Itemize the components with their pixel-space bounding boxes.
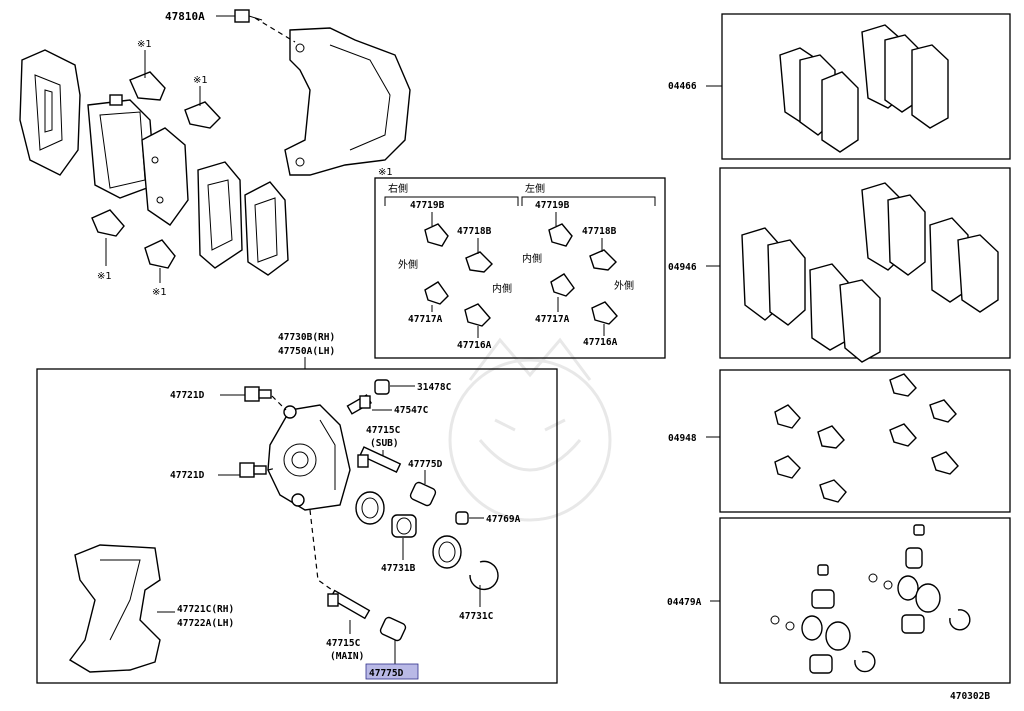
kit-box-04466[interactable]: [721, 13, 1011, 160]
label-47721c-rh: 47721C(RH): [177, 604, 234, 615]
highlight-47775d[interactable]: [365, 663, 419, 680]
label-l-inner: 内側: [522, 252, 542, 265]
label-sub: (SUB): [370, 438, 399, 449]
kit-04479a-seals: [770, 524, 971, 674]
label-31478c: 31478C: [417, 382, 452, 393]
kit-box-04479a[interactable]: [719, 517, 1011, 684]
note-mark-1: ※1: [137, 39, 152, 50]
pad-support-clip-3[interactable]: [91, 209, 125, 237]
clip-l-47716a[interactable]: [591, 301, 618, 325]
kit-code-04479a: 04479A: [667, 597, 702, 608]
detail-left-side: 左側: [525, 182, 545, 195]
label-47715c-sub: 47715C: [366, 425, 401, 436]
kit-code-04946: 04946: [668, 262, 697, 273]
clip-l-47717a[interactable]: [550, 273, 575, 297]
watermark-emblem: [448, 337, 612, 522]
label-l-47718b: 47718B: [582, 226, 617, 237]
slide-pin-main[interactable]: [327, 589, 371, 620]
label-assembly-rh: 47730B(RH): [278, 332, 335, 343]
label-l-47719b: 47719B: [535, 200, 570, 211]
clip-r-47716a[interactable]: [464, 303, 491, 327]
label-l-47717a: 47717A: [535, 314, 570, 325]
detail-clips: [424, 212, 618, 338]
diagram-id: 470302B: [950, 691, 990, 702]
label-47769a: 47769A: [486, 514, 521, 525]
label-47775d-highlight: 47775D: [369, 668, 404, 679]
slide-pin-sub[interactable]: [357, 446, 402, 474]
detail-right-side: 右側: [388, 182, 408, 195]
anti-squeal-shim-outer[interactable]: [19, 49, 81, 176]
clip-l-47719b[interactable]: [548, 223, 573, 247]
boot-47775d-top[interactable]: [409, 481, 437, 507]
label-r-47718b: 47718B: [457, 226, 492, 237]
pad-support-clip-1[interactable]: [129, 71, 166, 101]
label-r-47717a: 47717A: [408, 314, 443, 325]
label-r-47716a: 47716A: [457, 340, 492, 351]
piston-seal[interactable]: [355, 491, 385, 525]
note-mark-2: ※1: [193, 75, 208, 86]
kit-04946-shims: [741, 182, 999, 363]
bolt-47721d-mid[interactable]: [239, 462, 267, 478]
clip-r-47719b[interactable]: [424, 223, 449, 247]
label-l-outer: 外側: [614, 279, 634, 292]
label-47810a: 47810A: [165, 10, 205, 23]
label-47721d-top: 47721D: [170, 390, 205, 401]
cylinder-boot[interactable]: [432, 535, 462, 569]
set-ring-47731c[interactable]: [469, 560, 499, 591]
kit-box-04948[interactable]: [719, 369, 1011, 513]
label-47715c-main: 47715C: [326, 638, 361, 649]
label-l-47716a: 47716A: [583, 337, 618, 348]
kit-code-04466: 04466: [668, 81, 697, 92]
bleeder-plug-47547c[interactable]: [346, 394, 372, 415]
pad-support-clip-4[interactable]: [144, 239, 176, 269]
label-47731c: 47731C: [459, 611, 494, 622]
caliper-mounting-bracket[interactable]: [68, 544, 161, 673]
clip-l-47718b[interactable]: [589, 249, 617, 271]
detail-box-header: ※1: [378, 167, 393, 178]
label-47721d-mid: 47721D: [170, 470, 205, 481]
note-mark-3: ※1: [97, 271, 112, 282]
pad-support-clip-2[interactable]: [184, 101, 221, 129]
bolt-47721d-top[interactable]: [244, 386, 272, 402]
bushing-47769a[interactable]: [455, 511, 469, 525]
clip-r-47718b[interactable]: [465, 251, 493, 273]
note-mark-4: ※1: [152, 287, 167, 298]
caliper-assembly-box: [36, 368, 558, 684]
detail-box: [374, 177, 666, 359]
label-r-inner: 内側: [492, 282, 512, 295]
boot-47775d-bottom[interactable]: [379, 616, 407, 642]
label-r-47719b: 47719B: [410, 200, 445, 211]
bleeder-cap-31478c[interactable]: [374, 379, 390, 395]
kit-04948-clips: [774, 373, 959, 503]
top-pad-assembly: [19, 9, 411, 276]
label-47722a-lh: 47722A(LH): [177, 618, 234, 629]
label-assembly-lh: 47750A(LH): [278, 346, 335, 357]
label-r-outer: 外側: [398, 258, 418, 271]
label-main: (MAIN): [330, 651, 364, 662]
anti-squeal-shim-inner[interactable]: [141, 127, 189, 226]
label-47775d-a: 47775D: [408, 459, 443, 470]
clip-r-47717a[interactable]: [424, 281, 449, 305]
kit-code-04948: 04948: [668, 433, 697, 444]
kit-04466-pads: [779, 24, 949, 153]
caliper-mounting-top[interactable]: [284, 27, 411, 176]
label-47547c: 47547C: [394, 405, 429, 416]
label-47731b: 47731B: [381, 563, 416, 574]
anti-squeal-shim-rear[interactable]: [244, 181, 289, 276]
piston-47731b[interactable]: [391, 514, 417, 538]
caliper-body[interactable]: [267, 404, 351, 511]
disc-brake-pad-inner[interactable]: [197, 161, 243, 269]
